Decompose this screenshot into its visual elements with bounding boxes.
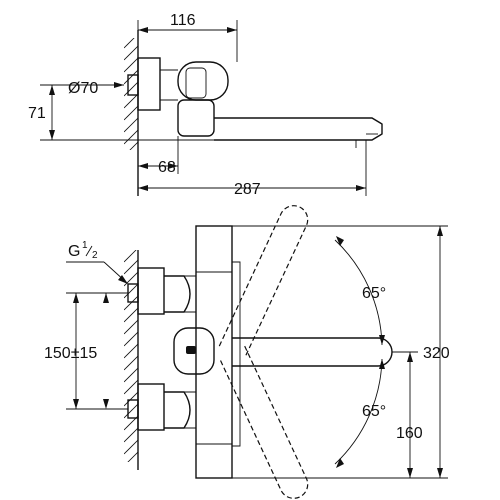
angle-lower-label: 65° [362,403,386,420]
thread-label-g: G [68,243,80,260]
front-view: 65° 65° G 1 2 150±15 320 160 [44,205,450,499]
thread-label-den: 2 [92,250,98,261]
angle-upper-label: 65° [362,285,386,302]
dim-287-label: 287 [234,181,261,198]
upper-eccentric [137,267,165,315]
mounting-body-top [137,57,161,111]
spout-front [232,337,393,367]
dim-68-label: 68 [158,159,176,176]
dim-320-label: 320 [423,345,450,362]
spout-swivel-lower [218,345,309,499]
control-indicator [186,346,196,354]
dim-spacing-label: 150±15 [44,345,97,362]
spout-swivel-upper [218,205,309,359]
thread-label-num: 1 [82,240,88,251]
dim-160-label: 160 [396,425,423,442]
dim-71-label: 71 [28,105,46,122]
wall-hatch-top [124,38,138,150]
control-handle [173,327,215,375]
wall-hatch-front [124,250,138,462]
top-view: 116 Ø70 71 68 287 [28,12,383,198]
cartridge-block-top [177,99,215,137]
lower-eccentric [137,383,165,431]
dim-116-label: 116 [170,12,196,29]
dim-diameter-label: Ø70 [68,80,98,97]
spout-top [214,117,383,141]
